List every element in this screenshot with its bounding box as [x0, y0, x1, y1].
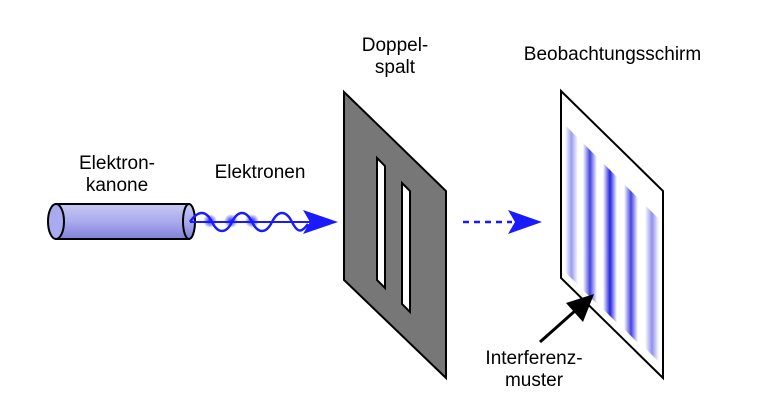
interference-pattern: [565, 125, 659, 362]
electron-dot: [203, 214, 217, 228]
interference-pattern-label-line1: Interferenz-: [485, 348, 583, 369]
electron-gun-label: Elektron- kanone: [62, 153, 172, 197]
double-slit-label: Doppel- spalt: [345, 35, 445, 79]
screen-label: Beobachtungsschirm: [523, 44, 702, 65]
electrons-label: Elektronen: [214, 162, 306, 183]
double-slit-plate: [343, 89, 447, 381]
observation-screen: [560, 88, 664, 381]
electron-dot: [245, 214, 259, 228]
diffracted-beam: [463, 210, 542, 234]
pattern-pointer-arrow: [539, 294, 594, 344]
slit-2: [401, 180, 411, 315]
electron-gun-label-line2: kanone: [85, 175, 149, 196]
interference-pattern-label-line2: muster: [504, 370, 564, 391]
beam-arrowhead: [303, 210, 338, 234]
electron-gun: [47, 203, 196, 240]
electron-beam: [188, 210, 338, 234]
interference-pattern-label: Interferenz- muster: [474, 348, 594, 392]
double-slit-label-line1: Doppel-: [361, 35, 429, 56]
dashed-arrowhead: [508, 210, 542, 234]
electron-dot: [224, 214, 238, 228]
double-slit-label-line2: spalt: [374, 57, 416, 78]
electron-gun-label-line1: Elektron-: [78, 153, 156, 174]
slit-1: [376, 155, 386, 291]
